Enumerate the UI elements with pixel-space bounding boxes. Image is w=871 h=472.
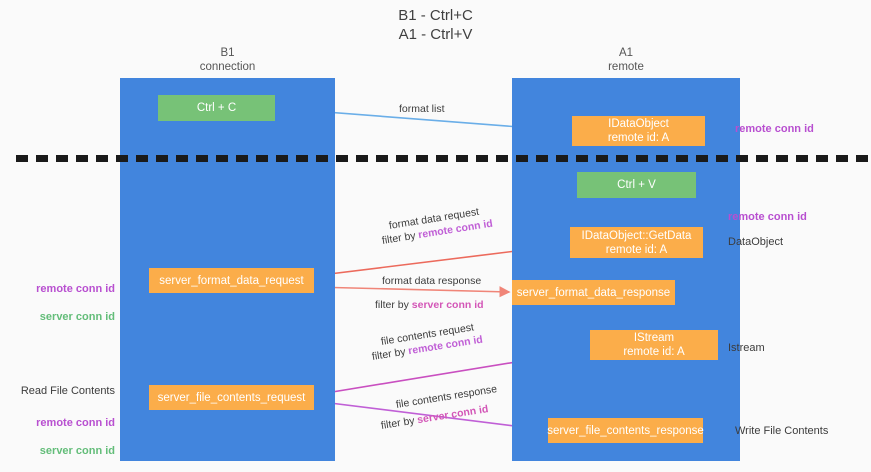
annotation-conn-ids-lower: remote conn id server conn id <box>0 402 115 472</box>
node-idataobject-getdata[interactable]: IDataObject::GetData remote id: A <box>570 227 703 258</box>
annotation-conn-ids-upper: remote conn id server conn id <box>0 268 115 338</box>
filter-prefix: filter by <box>375 299 412 311</box>
edge-label-format-data-response: format data response <box>382 275 482 287</box>
annotation-istream: Istream <box>728 342 765 354</box>
lane-header-b1: B1 connection <box>199 47 256 73</box>
node-server-format-data-request[interactable]: server_format_data_request <box>149 268 314 293</box>
annotation-server-conn-id-2: server conn id <box>39 445 115 457</box>
annotation-remote-conn-id-2: remote conn id <box>36 417 115 429</box>
node-server-file-contents-response[interactable]: server_file_contents_response <box>547 418 704 443</box>
node-server-format-data-response[interactable]: server_format_data_response <box>512 280 675 305</box>
node-ctrl-c[interactable]: Ctrl + C <box>158 95 275 121</box>
lane-header-a1: A1 remote <box>608 47 644 73</box>
annotation-read-file-contents: Read File Contents <box>20 385 115 397</box>
edge-label-format-list: format list <box>399 103 445 115</box>
annotation-server-conn-id: server conn id <box>39 311 115 323</box>
node-ctrl-v[interactable]: Ctrl + V <box>577 172 696 198</box>
annotation-dataobject: DataObject <box>728 236 784 248</box>
filter-key: server conn id <box>411 299 484 311</box>
node-idataobject-remote[interactable]: IDataObject remote id: A <box>572 116 705 146</box>
annotation-write-file-contents: Write File Contents <box>735 425 829 437</box>
phase-divider <box>16 155 871 162</box>
node-server-file-contents-request[interactable]: server_file_contents_request <box>149 385 314 410</box>
edge-label-format-data-response-filter: filter by server conn id <box>375 298 484 312</box>
annotation-remote-conn-id-top: remote conn id <box>735 123 814 135</box>
annotation-remote-conn-id-mid: remote conn id <box>728 211 807 223</box>
diagram-title: B1 - Ctrl+C A1 - Ctrl+V <box>398 7 473 43</box>
annotation-remote-conn-id: remote conn id <box>36 283 115 295</box>
node-istream[interactable]: IStream remote id: A <box>590 330 718 360</box>
